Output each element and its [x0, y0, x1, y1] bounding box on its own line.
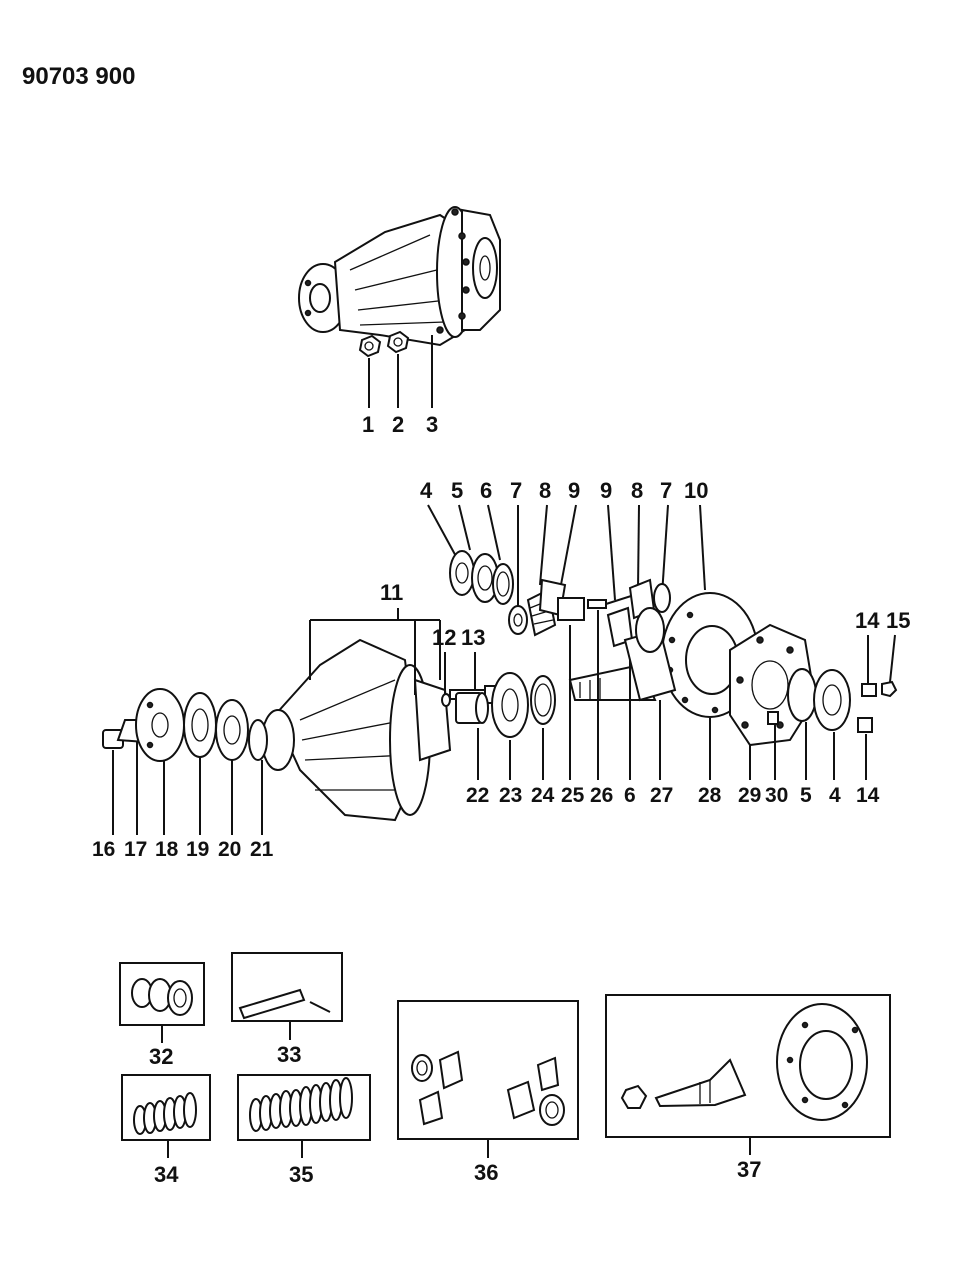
lock-plate-part-14	[857, 683, 877, 733]
washer-part-2	[386, 330, 410, 354]
washer-part-7b	[653, 583, 671, 613]
oil-seal-part-19	[183, 692, 217, 758]
callout-9-top: 9	[568, 478, 580, 503]
callout-7-top: 7	[510, 478, 522, 503]
differential-assembly-drawing	[298, 206, 501, 347]
drive-pinion-part-27	[568, 628, 677, 702]
shim-kit-32	[131, 978, 193, 1016]
side-bearing-part-4-mid	[813, 669, 851, 731]
callout-34: 34	[154, 1162, 179, 1187]
callout-4-bottom: 4	[829, 784, 841, 807]
callout-6-top: 6	[480, 478, 492, 503]
companion-flange-part-18	[135, 688, 185, 762]
shim-part-6-top	[492, 563, 514, 605]
callout-20: 20	[218, 838, 241, 861]
spacer-part-21	[248, 719, 268, 761]
callout-36: 36	[474, 1160, 498, 1185]
callout-22: 22	[466, 784, 489, 807]
bolt-part-15	[881, 680, 898, 698]
callout-5-top: 5	[451, 478, 463, 503]
callout-23: 23	[499, 784, 522, 807]
callout-25: 25	[561, 784, 585, 807]
callout-6-bottom: 6	[624, 784, 636, 807]
callout-28: 28	[698, 784, 722, 807]
diagram-code: 90703 900	[22, 63, 135, 90]
callout-18: 18	[155, 838, 179, 861]
shim-kit-35	[249, 1077, 353, 1132]
bolt-part-30	[767, 711, 779, 725]
callout-1: 1	[362, 412, 374, 437]
bearing-part-20	[215, 699, 249, 761]
callout-5-bottom: 5	[800, 784, 812, 807]
callout-37: 37	[737, 1157, 761, 1182]
callout-4-top: 4	[420, 478, 433, 503]
callout-7b-top: 7	[660, 478, 672, 503]
callout-2: 2	[392, 412, 404, 437]
callout-27: 27	[650, 784, 673, 807]
callout-33: 33	[277, 1042, 301, 1067]
bearing-part-23	[491, 672, 529, 738]
callout-15: 15	[886, 608, 910, 633]
callout-8b-top: 8	[631, 478, 643, 503]
callout-13: 13	[461, 625, 485, 650]
callout-30: 30	[765, 784, 788, 807]
callout-14-bottom: 14	[856, 784, 880, 807]
callout-3: 3	[426, 412, 438, 437]
gear-set-kit-36	[411, 1050, 565, 1126]
spacer-kit-34	[133, 1092, 197, 1135]
shim-part-6-mid	[635, 607, 665, 653]
callout-19: 19	[186, 838, 209, 861]
spacer-part-22	[455, 692, 489, 724]
shaft-and-pin-kit-33	[238, 988, 331, 1020]
pin-part-26	[587, 599, 607, 609]
callout-11: 11	[380, 580, 403, 605]
callout-14-top: 14	[855, 608, 880, 633]
bearing-race-part-5-mid	[787, 668, 817, 722]
callout-8-top: 8	[539, 478, 551, 503]
ring-and-pinion-kit-37	[620, 1003, 868, 1121]
nut-part-1	[358, 334, 382, 358]
shim-part-24	[530, 675, 556, 725]
callout-29: 29	[738, 784, 761, 807]
washer-part-12	[441, 693, 451, 707]
callout-24: 24	[531, 784, 555, 807]
callout-32: 32	[149, 1044, 173, 1069]
callout-9b-top: 9	[600, 478, 612, 503]
side-gear-washer-part-7	[508, 605, 528, 635]
callout-16: 16	[92, 838, 115, 861]
side-bearing-part-4-top	[449, 550, 475, 596]
callout-21: 21	[250, 838, 274, 861]
callout-10: 10	[684, 478, 708, 503]
callout-17: 17	[124, 838, 147, 861]
thrust-block-part-25	[557, 597, 585, 621]
callout-35: 35	[289, 1162, 313, 1187]
callout-12: 12	[432, 625, 456, 650]
callout-26: 26	[590, 784, 613, 807]
carrier-housing-part-11	[261, 638, 452, 822]
